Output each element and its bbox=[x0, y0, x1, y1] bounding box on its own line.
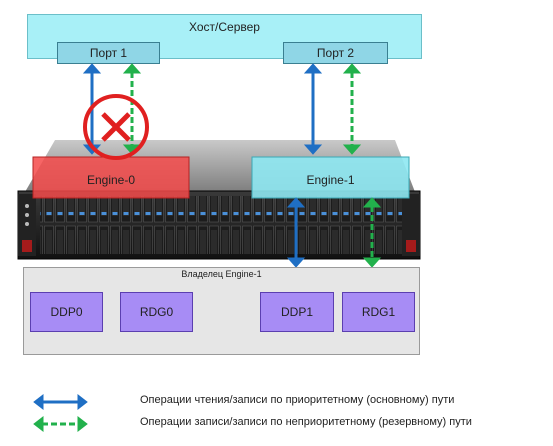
legend-primary-arrow bbox=[33, 393, 88, 411]
port-2: Порт 2 bbox=[283, 42, 388, 64]
host-label: Хост/Сервер bbox=[189, 20, 260, 34]
engine-1-box bbox=[251, 156, 410, 199]
port-1: Порт 1 bbox=[57, 42, 160, 64]
backup-path-arrow-internal bbox=[362, 197, 382, 268]
engine-1-label: Engine-1 bbox=[306, 173, 355, 187]
engine-0-label: Engine-0 bbox=[86, 173, 136, 187]
backup-path-arrow-engine0 bbox=[122, 63, 142, 155]
backup-path-arrow-engine1 bbox=[342, 63, 362, 155]
legend-backup-label: Операции записи/записи по неприоритетном… bbox=[140, 416, 472, 428]
primary-path-arrow-internal bbox=[286, 197, 306, 268]
pool-ddp1: DDP1 bbox=[260, 292, 334, 332]
pool-rdg0: RDG0 bbox=[120, 292, 193, 332]
primary-path-arrow-engine1 bbox=[303, 63, 323, 155]
legend-backup-arrow bbox=[33, 415, 88, 433]
engine-0-box bbox=[32, 156, 190, 199]
legend-primary-label: Операции чтения/записи по приоритетному … bbox=[140, 394, 455, 406]
pool-rdg1: RDG1 bbox=[342, 292, 415, 332]
owner-label: Владелец Engine-1 bbox=[181, 269, 262, 279]
storage-chassis bbox=[17, 190, 421, 260]
failure-x-icon bbox=[83, 94, 149, 160]
pool-ddp0: DDP0 bbox=[30, 292, 103, 332]
